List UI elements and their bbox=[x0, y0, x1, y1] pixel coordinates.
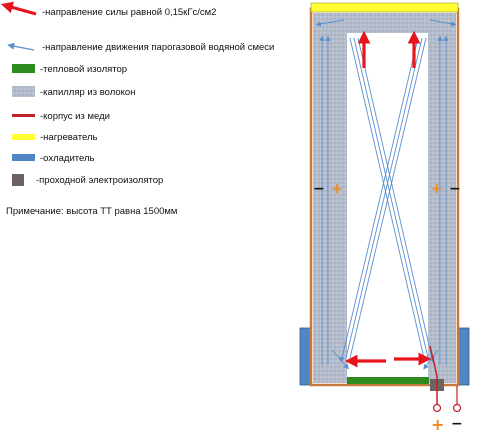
thermal-insulator bbox=[347, 377, 429, 384]
legend-item-flow: -направление движения парогазовой водяно… bbox=[7, 42, 274, 53]
note-text: Примечание: высота ТТ равна 1500мм bbox=[6, 206, 177, 217]
legend-label-insulator: -тепловой изолятор bbox=[40, 64, 127, 75]
legend-label-copper: -корпус из меди bbox=[40, 111, 110, 122]
legend-item-force: -направление силы равной 0,15кГс/см2 bbox=[0, 1, 216, 18]
legend-label-cooler: -охладитель bbox=[40, 153, 95, 164]
copper-swatch bbox=[12, 114, 35, 117]
force-arrows bbox=[344, 30, 432, 368]
capillary-wick bbox=[313, 13, 456, 383]
capillary-swatch bbox=[12, 86, 35, 97]
legend-item-heater: -нагреватель bbox=[12, 132, 97, 143]
legend-label-feedthrough: -проходной электроизолятор bbox=[36, 175, 163, 186]
force-arrow-icon bbox=[0, 1, 37, 16]
heater-swatch bbox=[12, 134, 35, 140]
sign-left-minus: − bbox=[313, 181, 325, 197]
sign-right-minus: − bbox=[449, 181, 461, 197]
sign-bottom-minus: − bbox=[451, 416, 463, 432]
flow-line bbox=[315, 19, 345, 27]
feedthrough-swatch bbox=[12, 174, 24, 186]
legend-item-feedthrough: -проходной электроизолятор bbox=[12, 174, 163, 186]
cooler-left bbox=[299, 327, 312, 386]
flow-arrow-icon bbox=[7, 42, 35, 51]
terminal-minus bbox=[452, 403, 462, 413]
legend-item-insulator: -тепловой изолятор bbox=[12, 64, 127, 75]
flow-line bbox=[429, 19, 457, 27]
terminal-plus bbox=[432, 403, 442, 413]
sign-right-plus: + bbox=[431, 181, 443, 197]
heater bbox=[310, 2, 459, 13]
sign-left-plus: + bbox=[331, 181, 343, 197]
flow-line bbox=[339, 37, 419, 363]
flow-line bbox=[349, 37, 425, 359]
flow-line bbox=[353, 37, 429, 359]
legend-item-copper: -корпус из меди bbox=[12, 111, 110, 122]
insulator-swatch bbox=[12, 64, 35, 73]
legend: -направление силы равной 0,15кГс/см2 -на… bbox=[0, 1, 274, 217]
legend-label-heater: -нагреватель bbox=[40, 132, 97, 143]
flow-lines bbox=[315, 19, 457, 370]
flow-line bbox=[345, 37, 423, 359]
flow-line bbox=[357, 37, 435, 363]
flow-line bbox=[349, 37, 427, 359]
heat-pipe: − + + − + − bbox=[299, 2, 470, 434]
cooler-right bbox=[457, 327, 470, 386]
legend-label-flow: -направление движения парогазовой водяно… bbox=[42, 42, 274, 53]
legend-label-force: -направление силы равной 0,15кГс/см2 bbox=[42, 7, 216, 18]
electrode-wire bbox=[429, 345, 438, 404]
cooler-swatch bbox=[12, 154, 35, 161]
legend-item-capillary: -капилляр из волокон bbox=[12, 86, 135, 98]
sign-bottom-plus: + bbox=[431, 415, 444, 434]
legend-label-capillary: -капилляр из волокон bbox=[40, 87, 135, 98]
legend-item-cooler: -охладитель bbox=[12, 153, 95, 164]
flow-line bbox=[331, 349, 349, 370]
